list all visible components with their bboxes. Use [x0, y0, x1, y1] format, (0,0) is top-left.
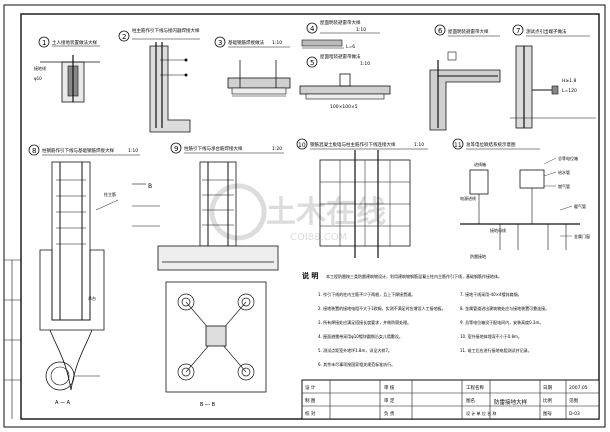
- note-left-0: 1. 作引下线的柱内主筋不少于两根，且上下焊接贯通。: [318, 291, 415, 297]
- note-right-0: 7. 接地干线采用-40×4镀锌扁钢。: [460, 291, 522, 297]
- watermark-sub: COI88.COM: [290, 232, 347, 243]
- outer-frame: [3, 4, 606, 428]
- detail-2: 2 柱主筋作引下线与接闪器焊接大样: [118, 27, 200, 133]
- tb-scale: 见图: [569, 398, 578, 404]
- tb-row-1: 制 图: [305, 397, 316, 404]
- detail-5-scale: 1:10: [360, 61, 370, 67]
- note-left-3: 4. 屋面避雷带采用φ10镀锌圆钢沿女儿墙敷设。: [318, 333, 403, 339]
- detail-5: 5 屋面暗装避雷带做法 1:10 100×100×5: [299, 53, 391, 110]
- detail-6: 6 屋面明装避雷带大样: [429, 24, 501, 131]
- tb-date: 2007.05: [569, 385, 588, 391]
- note-left-5: 6. 其余未尽事项按国家相关规范标准执行。: [318, 361, 395, 367]
- tb-row-4: 审 定: [384, 397, 395, 404]
- section-b-mark: B: [148, 183, 152, 190]
- eq-label-2: 电源进线: [460, 195, 476, 201]
- detail-3-scale: 1:10: [272, 40, 282, 46]
- note-right-3: 10. 室外接地体埋深不小于0.8m。: [460, 333, 522, 339]
- detail-3: 3 基础钢筋焊接做法 1:10: [214, 36, 291, 97]
- detail-8-number: 8: [32, 147, 36, 155]
- detail-5-title: 屋面暗装避雷带做法: [320, 53, 361, 60]
- binding-strip: [4, 259, 21, 419]
- detail-3-title: 基础钢筋焊接做法: [228, 39, 264, 46]
- eq-label-0: 接地母线: [490, 227, 506, 233]
- detail-4-scale: 1:10: [356, 27, 366, 33]
- detail-1: 1 土人接地装置做法大样 接地线 φ10: [34, 36, 100, 103]
- detail-6-title: 屋面明装避雷带大样: [448, 28, 489, 35]
- section-b-label: B — B: [200, 402, 216, 408]
- svg-text:承台: 承台: [88, 295, 96, 301]
- detail-7-l: L=120: [562, 88, 577, 94]
- notes-intro: 本工程防雷按三类防雷建筑物设计，利用建筑物钢筋混凝土柱内主筋作引下线，基础钢筋作…: [326, 273, 502, 279]
- tb-scale-label: 比例: [543, 397, 552, 404]
- eq-label-5: 燃气管: [558, 183, 570, 189]
- detail-10-title: 钢筋混凝土板墙与柱主筋作引下线连接大样: [310, 141, 396, 148]
- tb-row-0: 设 计: [305, 384, 316, 391]
- note-left-1: 2. 接地装置的接地电阻不大于1欧姆，实测不满足时应增设人工接地极。: [318, 305, 446, 311]
- detail-2-number: 2: [122, 33, 126, 41]
- detail-11-title: 总等电位联结系统示意图: [466, 141, 516, 148]
- detail-7-number: 7: [516, 27, 520, 35]
- detail-11-number: 11: [454, 142, 462, 149]
- detail-4-size: L=6: [346, 44, 355, 50]
- detail-10-scale: 1:10: [414, 142, 424, 148]
- notes: 说 明 本工程防雷按三类防雷建筑物设计，利用建筑物钢筋混凝土柱内主筋作引下线，基…: [302, 271, 549, 367]
- detail-8-title: 柱钢筋作引下线与基础钢筋焊接大样: [42, 147, 114, 154]
- svg-text:柱主筋: 柱主筋: [104, 191, 116, 197]
- notes-heading: 说 明: [302, 271, 318, 280]
- eq-label-8: 防雷接地: [470, 253, 486, 259]
- detail-5-dim: 100×100×5: [330, 104, 358, 110]
- detail-1-number: 1: [42, 39, 46, 47]
- tb-project-label: 工程名称: [466, 384, 484, 391]
- title-block: 设 计 制 图 校 对 审 核 审 定 负 责 工程名称 图名 防雷接地大样 设…: [301, 379, 600, 420]
- note-right-4: 11. 竣工后应进行接地电阻测试并记录。: [460, 347, 532, 353]
- detail-7-h: H≥1.8: [562, 78, 576, 84]
- note-right-1: 8. 金属管道进出建筑物处应与接地装置可靠连接。: [460, 305, 549, 311]
- tb-footer: 设 计 单 位 名 称: [466, 410, 496, 416]
- detail-9: 9 柱筋引下线与承台筋焊接大样 1:20 B B — B: [132, 142, 284, 408]
- detail-7-title: 测试点引出端子做法: [526, 28, 567, 35]
- eq-label-4: 给水管: [558, 169, 570, 175]
- detail-2-title: 柱主筋作引下线与接闪器焊接大样: [132, 27, 200, 34]
- detail-10-number: 10: [298, 142, 306, 149]
- note-left-2: 3. 所有焊接处应满足搭接长度要求，并做防腐处理。: [318, 319, 411, 325]
- tb-no: D-03: [569, 411, 580, 417]
- detail-10: 10 钢筋混凝土板墙与柱主筋作引下线连接大样 1:10: [296, 138, 428, 258]
- detail-8: 8 柱钢筋作引下线与基础钢筋焊接大样 1:10 柱主筋 承台 A — A: [28, 144, 140, 406]
- tb-row-5: 负 责: [384, 410, 395, 417]
- detail-9-title: 柱筋引下线与承台筋焊接大样: [184, 145, 243, 152]
- detail-3-number: 3: [218, 39, 222, 47]
- tb-row-3: 审 核: [384, 384, 395, 391]
- detail-9-number: 9: [174, 145, 178, 153]
- tb-date-label: 日期: [543, 385, 552, 391]
- detail-4-number: 4: [310, 25, 315, 33]
- tb-drawing-name: 防雷接地大样: [494, 398, 528, 406]
- detail-7: 7 测试点引出端子做法 H≥1.8 L=120: [510, 24, 596, 129]
- eq-label-1: 进线箱: [474, 161, 486, 167]
- detail-5-number: 5: [310, 59, 314, 67]
- detail-9-scale: 1:20: [272, 146, 282, 152]
- section-a-label: A — A: [55, 400, 71, 406]
- note-right-2: 9. 总等电位箱设于配电间内，安装高度0.3m。: [460, 319, 543, 325]
- tb-row-2: 校 对: [305, 410, 316, 417]
- detail-6-number: 6: [438, 27, 443, 35]
- watermark-text: 土木在线: [266, 195, 386, 230]
- svg-text:接地线: 接地线: [34, 65, 46, 71]
- note-left-4: 5. 测试点距室外地坪1.8m，详见大样7。: [318, 347, 392, 353]
- detail-8-scale: 1:10: [128, 148, 138, 154]
- eq-label-7: 金属门窗: [574, 233, 590, 239]
- detail-4-title: 屋面明装避雷带大样: [320, 19, 361, 26]
- detail-4: 4 屋面明装避雷带大样 1:10 L=6: [301, 19, 380, 50]
- detail-11: 11 总等电位联结系统示意图 接地母线 进线箱 电源进线 总等电位箱 给水管 燃…: [452, 138, 590, 259]
- eq-label-3: 总等电位箱: [558, 155, 578, 161]
- watermark: 土木在线 COI88.COM: [209, 183, 386, 243]
- eq-label-6: 暖气管: [574, 203, 586, 209]
- detail-1-title: 土人接地装置做法大样: [52, 39, 97, 46]
- tb-drawing-label: 图名: [466, 397, 475, 404]
- svg-text:φ10: φ10: [34, 76, 42, 81]
- tb-no-label: 图号: [543, 411, 552, 417]
